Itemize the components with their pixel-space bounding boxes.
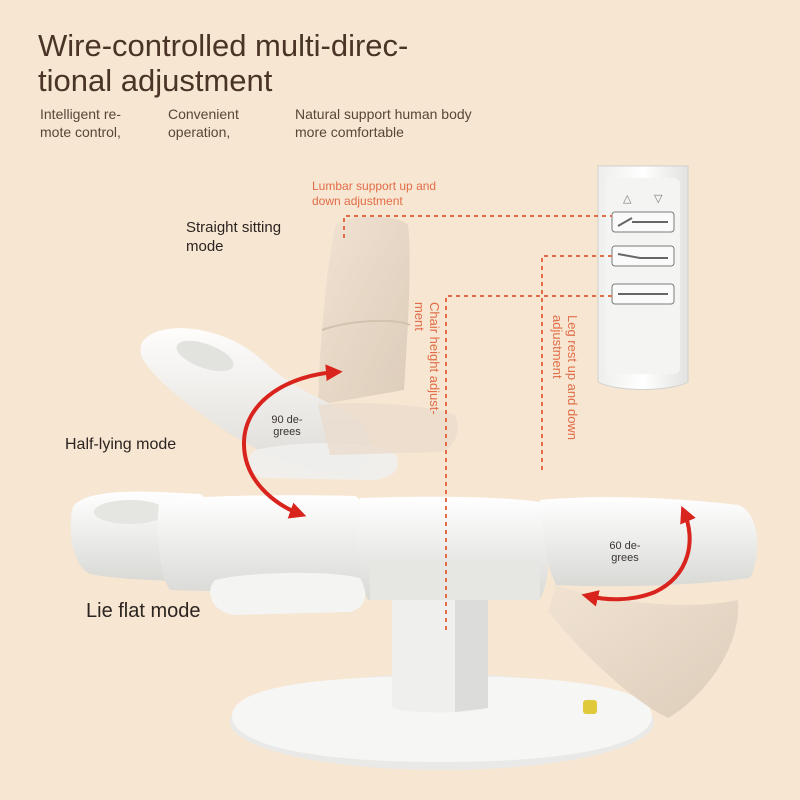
remote-up-arrow[interactable]: △ [623,192,632,205]
label-leg-rest: Leg rest up and down adjustment [550,315,580,441]
label-lumbar-adjustment: Lumbar support up and down adjustment [312,179,482,209]
straight-seat-ghost [318,403,458,455]
label-60-degrees: 60 de- grees [598,540,652,564]
title-line-1: Wire-controlled multi-direc- [38,28,409,63]
feature-line: more comfortable [295,124,404,140]
label-chair-height: Chair height adjust- ment [412,302,442,415]
feature-remote-control: Intelligent re- mote control, [40,105,140,141]
title-line-2: tional adjustment [38,63,273,98]
callout-line: down adjustment [312,194,403,208]
feature-convenient: Convenient operation, [168,105,268,141]
label-90-degrees: 90 de- grees [262,414,312,438]
feature-line: mote control, [40,124,121,140]
label-straight-sitting: Straight sitting mode [186,218,306,256]
angle-line: 60 de- [609,540,641,552]
flat-bed [70,491,758,615]
feature-line: Natural support human body [295,106,472,122]
leg-rest-lowered [548,585,739,718]
label-half-lying: Half-lying mode [65,436,177,453]
chair-column [392,585,488,713]
remote-down-arrow[interactable]: ▽ [654,192,663,205]
angle-line: grees [273,426,301,438]
straight-backrest [318,216,411,405]
dashed-leaders [343,215,612,630]
mode-line: Straight sitting [186,219,282,236]
angle-line: 90 de- [271,414,303,426]
label-lie-flat: Lie flat mode [86,600,201,622]
angle-line: grees [611,552,639,564]
remote-button-back[interactable] [611,245,675,267]
page-title: Wire-controlled multi-direc- tional adju… [38,28,408,98]
chair-base [230,674,654,770]
feature-line: Intelligent re- [40,106,121,122]
feature-line: operation, [168,124,231,140]
feature-support: Natural support human body more comforta… [295,105,525,141]
mode-line: mode [186,238,224,255]
callout-line: Lumbar support up and [312,179,437,193]
rotation-arrows [241,364,696,607]
remote-control: △ ▽ [597,165,689,390]
feature-line: Convenient [168,106,239,122]
